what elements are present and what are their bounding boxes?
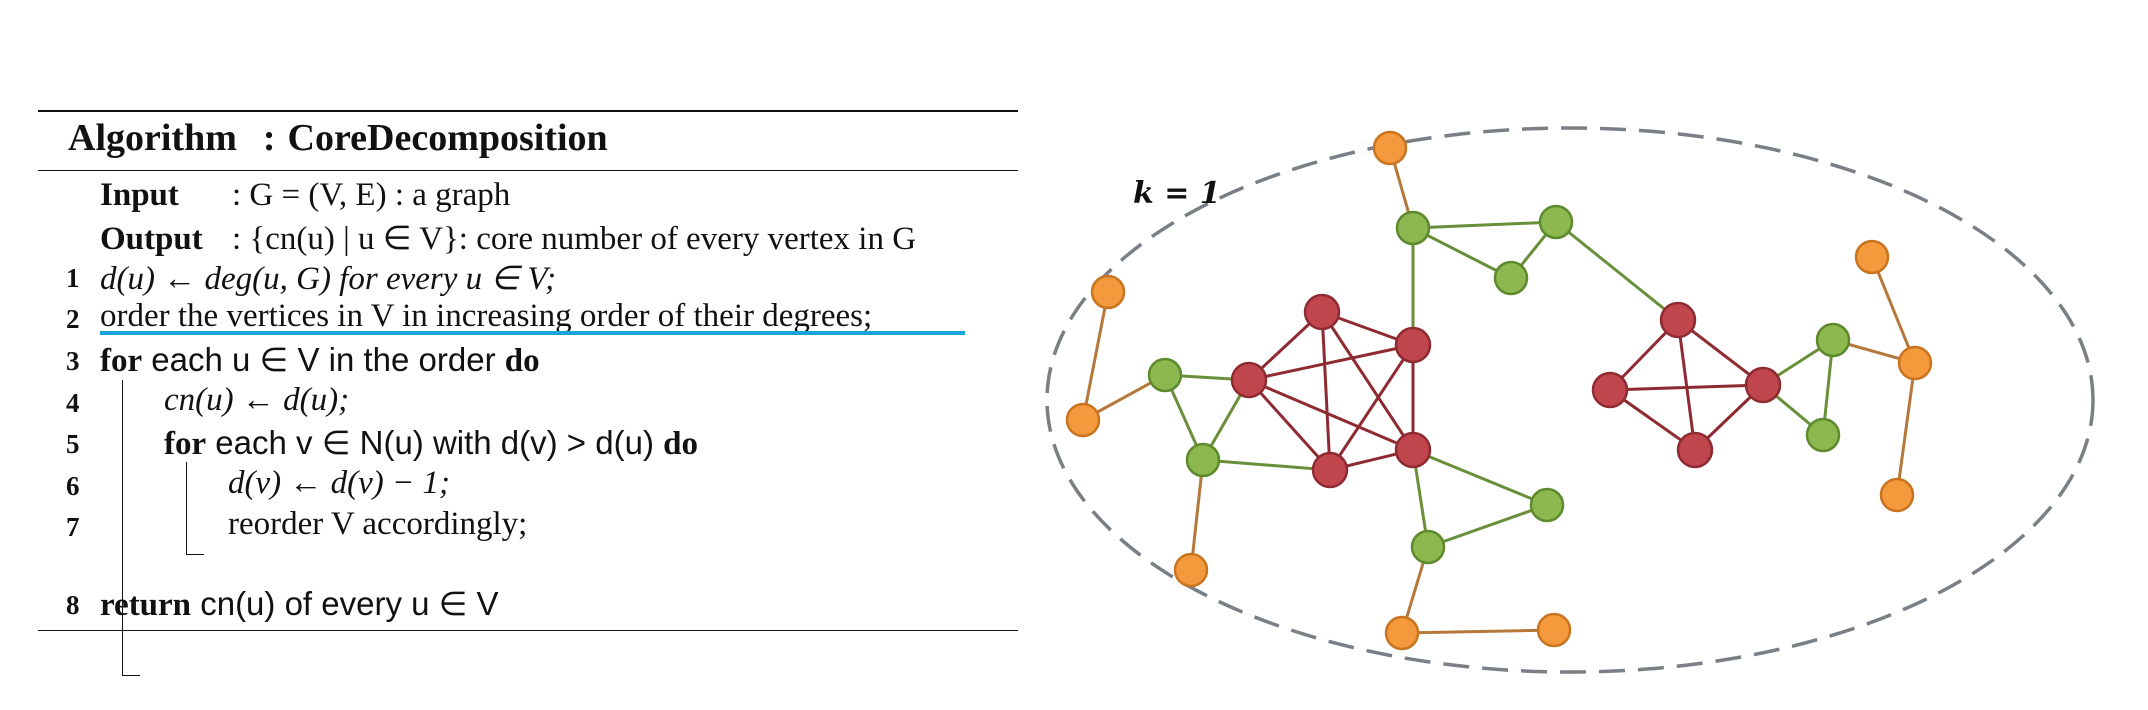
line-text-6: d(v) ← d(v) − 1; xyxy=(228,465,451,501)
graph-node-red-r8 xyxy=(1591,371,1629,409)
graph-node-orange-o5 xyxy=(1384,615,1420,651)
algorithm-label: Algorithm xyxy=(68,117,237,159)
keyword-for: for xyxy=(164,426,207,462)
graph-edge-g5-o4 xyxy=(1189,459,1205,571)
graph-node-orange-o7 xyxy=(1897,345,1933,381)
graph-node-orange-o3 xyxy=(1065,402,1101,438)
for-block-bar-outer xyxy=(122,380,123,675)
algo-line-2: order the vertices in V in increasing or… xyxy=(100,298,872,335)
graph-node-green-g4 xyxy=(1147,357,1183,393)
graph-node-orange-o1 xyxy=(1372,130,1408,166)
line-number-1: 1 xyxy=(66,263,80,293)
graph-node-green-g9 xyxy=(1805,417,1841,453)
graph-node-red-r2 xyxy=(1394,326,1432,364)
algo-line-3: for each u ∈ V in the order do xyxy=(100,340,540,380)
graph-node-red-r1 xyxy=(1303,293,1341,331)
line-number-4: 4 xyxy=(66,388,80,418)
graph-nodes xyxy=(1065,130,1933,651)
title-separator: : xyxy=(262,117,276,159)
line-text-7: reorder V accordingly; xyxy=(228,506,528,542)
graph-node-red-r3 xyxy=(1230,361,1268,399)
line-text-3: each u ∈ V in the order xyxy=(142,341,505,378)
line-number-3: 3 xyxy=(66,346,80,376)
algorithm-box: Algorithm: CoreDecomposition Input : G = (… xyxy=(38,110,1018,676)
keyword-for: for xyxy=(100,343,143,379)
algo-line-5: for each v ∈ N(u) with d(v) > d(u) do xyxy=(164,423,698,463)
output-text: : {cn(u) | u ∈ V}: core number of every … xyxy=(232,221,917,257)
highlight-underline xyxy=(100,331,965,335)
graph-edge-r4-g6 xyxy=(1412,448,1548,507)
for-block-foot-inner xyxy=(186,554,204,555)
graph-node-green-g5 xyxy=(1185,442,1221,478)
graph-node-red-r7 xyxy=(1744,366,1782,404)
graph-edge-r1-r5 xyxy=(1320,311,1332,471)
algo-line-8: return cn(u) of every u ∈ V xyxy=(100,584,499,624)
line-number-8: 8 xyxy=(66,590,80,620)
input-line: Input : G = (V, E) : a graph xyxy=(100,177,510,214)
graph-node-green-g6 xyxy=(1529,487,1565,523)
graph-edge-o7-o9 xyxy=(1895,362,1917,496)
graph-edge-o5-o6 xyxy=(1401,628,1555,635)
output-line: Output : {cn(u) | u ∈ V}: core number of … xyxy=(100,218,916,258)
line-text-5: each v ∈ N(u) with d(v) > d(u) xyxy=(206,424,664,461)
graph-edge-g6-g7 xyxy=(1427,503,1548,549)
graph-edge-r6-r9 xyxy=(1676,319,1697,451)
keyword-do: do xyxy=(663,426,698,462)
graph-edge-r3-r5 xyxy=(1247,378,1332,472)
algorithm-name: CoreDecomposition xyxy=(287,117,608,159)
graph-edge-o8-o7 xyxy=(1870,256,1917,364)
algo-line-1: d(u) ← deg(u, G) for every u ∈ V; xyxy=(100,258,556,298)
graph-node-orange-o9 xyxy=(1879,477,1915,513)
graph-edge-g2-r6 xyxy=(1555,220,1679,322)
output-label: Output xyxy=(100,221,203,257)
graph-node-red-r4 xyxy=(1394,431,1432,469)
graph-node-green-g1 xyxy=(1395,210,1431,246)
graph-edge-r7-r8 xyxy=(1609,383,1764,392)
algo-line-7: reorder V accordingly; xyxy=(228,506,527,543)
line-number-5: 5 xyxy=(66,429,80,459)
graph-node-red-r5 xyxy=(1311,451,1349,489)
graph-node-green-g2 xyxy=(1538,204,1574,240)
for-block-foot-outer xyxy=(122,675,140,676)
input-text: : G = (V, E) : a graph xyxy=(232,177,511,213)
input-label: Input xyxy=(100,177,179,213)
for-block-bar-inner xyxy=(186,462,187,554)
line-text-4: cn(u) ← d(u); xyxy=(164,382,350,418)
line-number-7: 7 xyxy=(66,512,80,542)
graph-node-green-g3 xyxy=(1493,260,1529,296)
graph-edge-r2-r5 xyxy=(1328,344,1415,471)
graph-edges xyxy=(1081,147,1917,635)
graph-edge-g5-r5 xyxy=(1202,458,1331,472)
graph-edge-o2-o3 xyxy=(1081,291,1110,421)
algo-line-6: d(v) ← d(v) − 1; xyxy=(228,465,450,502)
k1-dashed-ellipse xyxy=(1045,126,2095,674)
keyword-do: do xyxy=(504,343,540,379)
graph-edge-r3-r4 xyxy=(1248,378,1414,452)
keyword-return: return xyxy=(100,587,192,623)
top-rule xyxy=(38,110,1018,112)
graph-node-red-r6 xyxy=(1659,301,1697,339)
algorithm-title: Algorithm: CoreDecomposition xyxy=(68,116,608,160)
line-text-1: d(u) ← deg(u, G) for every u ∈ V; xyxy=(100,261,557,297)
graph-edge-g1-g2 xyxy=(1412,220,1557,230)
line-number-6: 6 xyxy=(66,471,80,501)
line-number-2: 2 xyxy=(66,304,80,334)
k-label: k = 1 xyxy=(1133,176,1221,211)
bottom-rule xyxy=(38,630,1018,631)
graph-node-orange-o2 xyxy=(1090,274,1126,310)
k-core-graph: k = 1 xyxy=(1045,126,2095,674)
graph-edge-r1-r4 xyxy=(1320,311,1415,451)
graph-node-orange-o8 xyxy=(1854,239,1890,275)
graph-edge-g1-g3 xyxy=(1412,226,1512,280)
graph-node-green-g8 xyxy=(1815,322,1851,358)
title-rule xyxy=(38,170,1018,171)
graph-node-red-r9 xyxy=(1676,431,1714,469)
graph-edge-r2-r3 xyxy=(1248,343,1414,382)
graph-node-orange-o6 xyxy=(1536,612,1572,648)
graph-node-orange-o4 xyxy=(1173,552,1209,588)
graph-node-green-g7 xyxy=(1410,529,1446,565)
algo-line-4: cn(u) ← d(u); xyxy=(164,382,349,419)
line-text-2: order the vertices in V in increasing or… xyxy=(100,298,873,334)
line-text-8: cn(u) of every u ∈ V xyxy=(191,585,499,622)
